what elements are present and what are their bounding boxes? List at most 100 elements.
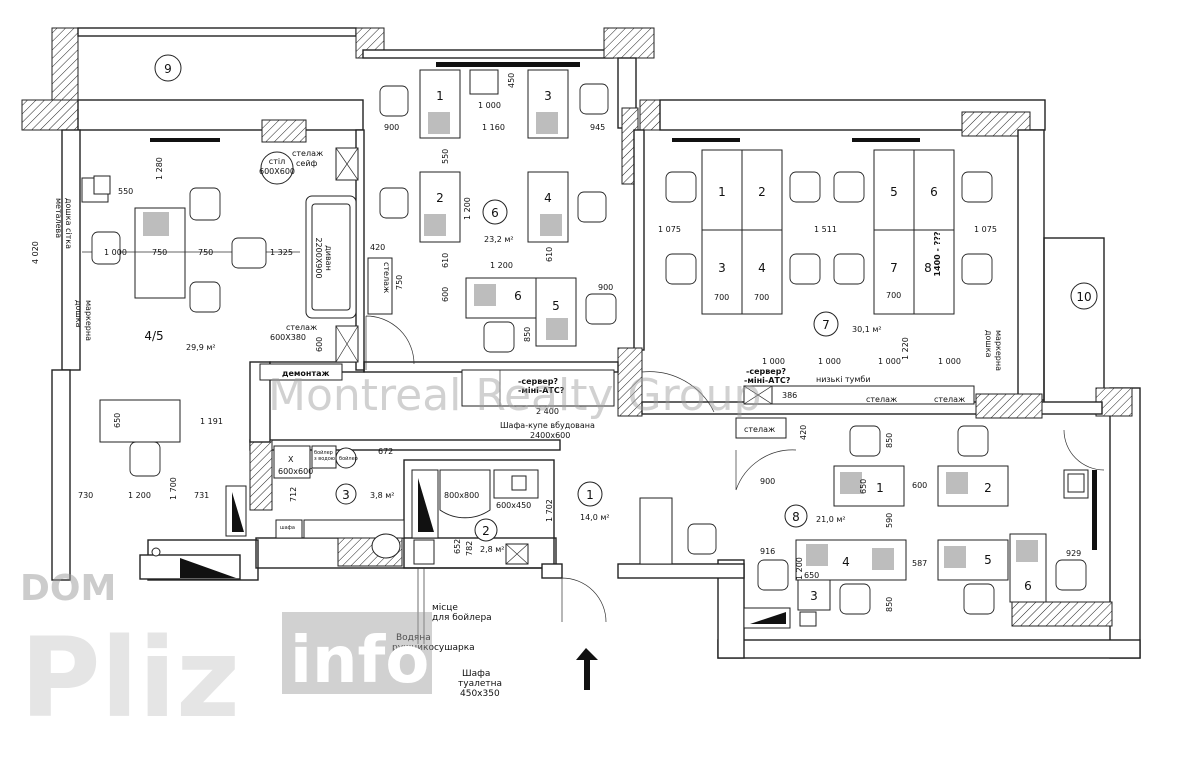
- room-8-number: 8: [792, 510, 800, 524]
- dim-610b: 610: [545, 247, 554, 262]
- desk-r7-3: 3: [718, 261, 726, 275]
- sofa-label: диван2200Х900: [314, 237, 333, 278]
- server-right-label: -сервер?-міні-АТС?: [744, 367, 791, 385]
- r2-600-label: 600х450: [496, 501, 531, 510]
- marker-right-label: маркернадошка: [984, 330, 1003, 371]
- shelf-a-label: стелаж: [866, 395, 897, 404]
- dim-750b: 750: [152, 248, 167, 257]
- desk-r6-2: 2: [436, 191, 444, 205]
- desk-r6-5: 5: [552, 299, 560, 313]
- watermark-center: Montreal Realty Group: [268, 370, 761, 421]
- dim-730: 730: [78, 491, 93, 500]
- desk-r8-3: 3: [810, 589, 818, 603]
- room-10-number: 10: [1076, 290, 1091, 304]
- room-6: 1 3 2 4 6 5 6 23,2 м² стелаж: [365, 69, 617, 370]
- dim-1160: 1 160: [482, 123, 505, 132]
- desk-r7-5: 5: [890, 185, 898, 199]
- dim-550a: 550: [441, 149, 450, 164]
- windows: [150, 62, 1097, 550]
- room-7: 1 2 3 4 5 6 7 8 7 30,1 м² 1400 - ??? мар…: [641, 149, 1003, 413]
- demontazh-label: демонтаж: [282, 369, 329, 378]
- r2-800-label: 800х800: [444, 491, 479, 500]
- dim-600a: 600: [441, 287, 450, 302]
- dim-945: 945: [590, 123, 605, 132]
- dim-900b: 900: [598, 283, 613, 292]
- room-9-number: 9: [164, 62, 172, 76]
- dim-1000f: 1 000: [938, 357, 961, 366]
- low-stands-label: низькі тумби: [816, 375, 871, 384]
- desk-r7-7: 7: [890, 261, 898, 275]
- dim-1702: 1 702: [545, 499, 554, 522]
- dim-672: 672: [378, 447, 393, 456]
- dim-850c: 850: [885, 597, 894, 612]
- dim-652: 652: [453, 539, 462, 554]
- room-6-area: 23,2 м²: [484, 235, 514, 244]
- room-45-area: 29,9 м²: [186, 343, 216, 352]
- dim-650c: 650: [804, 571, 819, 580]
- room-2: 800х800 600х450 2 2,8 м²: [411, 469, 539, 565]
- watermarks: Montreal Realty Group DOM Pliz info: [20, 370, 761, 742]
- desk-r7-4: 4: [758, 261, 766, 275]
- dim-420a: 420: [370, 243, 385, 252]
- shelf-b-label: стелаж: [934, 395, 965, 404]
- dim-1325: 1 325: [270, 248, 293, 257]
- dim-1075a: 1 075: [658, 225, 681, 234]
- dim-1200c: 1 200: [128, 491, 151, 500]
- dim-712: 712: [289, 487, 298, 502]
- room-1-area: 14,0 м²: [580, 513, 610, 522]
- desk-r6-4: 4: [544, 191, 552, 205]
- dim-1191: 1 191: [200, 417, 223, 426]
- dim-1511: 1 511: [814, 225, 837, 234]
- room-7-area: 30,1 м²: [852, 325, 882, 334]
- marker-left-label: маркернадошка: [74, 300, 93, 341]
- dim-600c: 600: [912, 481, 927, 490]
- room-3-number: 3: [342, 488, 350, 502]
- server-left-label: -сервер?-міні-АТС?: [518, 377, 565, 395]
- desk-r8-2: 2: [984, 481, 992, 495]
- dim-929: 929: [1066, 549, 1081, 558]
- board-left-label: дошка сіткаметалева: [54, 198, 73, 249]
- room-45-number: 4/5: [144, 329, 163, 343]
- desk-r8-5: 5: [984, 553, 992, 567]
- shelf-r8-label: стелаж: [744, 425, 775, 434]
- dim-4020: 4 020: [31, 241, 40, 264]
- dim-1000a: 1 000: [478, 101, 501, 110]
- dim-1200d: 1 200: [795, 557, 804, 580]
- dim-2400: 2 400: [536, 407, 559, 416]
- desk-r6-3: 3: [544, 89, 552, 103]
- room-6-number: 6: [491, 206, 499, 220]
- dim-782: 782: [465, 541, 474, 556]
- shelf-r6-label: стелаж: [382, 262, 391, 293]
- desk-r7-8: 8: [924, 261, 932, 275]
- room-1-number: 1: [586, 488, 594, 502]
- dim-750a: 750: [395, 275, 404, 290]
- dim-610a: 610: [441, 253, 450, 268]
- dim-1700a: 1 700: [169, 477, 178, 500]
- watermark-dom: DOM: [20, 568, 116, 609]
- dimensions: 450 1 000 900 1 160 945 550 1 200 610 1 …: [31, 73, 1081, 612]
- dim-386: 386: [782, 391, 797, 400]
- desk-r7-2: 2: [758, 185, 766, 199]
- dim-1280: 1 280: [155, 157, 164, 180]
- room-8: стелаж 1 2 4 3 5 6 8 21,0 м²: [735, 417, 1089, 629]
- dim-650a: 650: [113, 413, 122, 428]
- dim-550b: 550: [118, 187, 133, 196]
- dim-1075b: 1 075: [974, 225, 997, 234]
- dim-1000c: 1 000: [762, 357, 785, 366]
- desk-r6-6: 6: [514, 289, 522, 303]
- dim-916: 916: [760, 547, 775, 556]
- boiler-tiny-label: бойлер: [339, 455, 358, 462]
- dim-900c: 900: [760, 477, 775, 486]
- dim-700a: 700: [714, 293, 729, 302]
- room-7-number: 7: [822, 318, 830, 332]
- dim-700c: 700: [886, 291, 901, 300]
- room-8-area: 21,0 м²: [816, 515, 846, 524]
- desk-r8-4: 4: [842, 555, 850, 569]
